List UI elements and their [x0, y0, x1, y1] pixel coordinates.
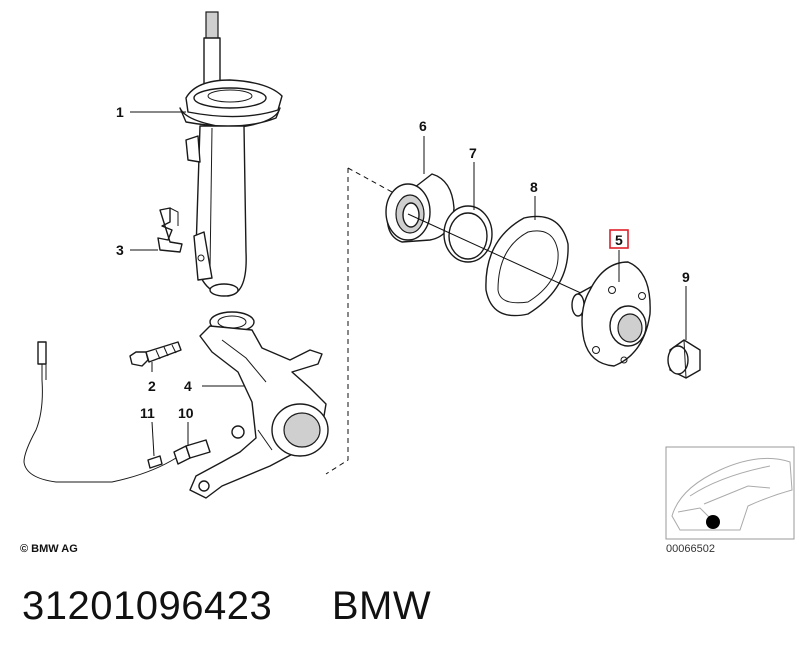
wheel-hub — [571, 261, 651, 367]
callout-7: 7 — [469, 145, 477, 161]
collar-nut — [667, 339, 701, 379]
bolt — [129, 341, 182, 367]
callout-5-highlight — [609, 229, 629, 249]
callout-6: 6 — [419, 118, 427, 134]
callout-8: 8 — [530, 179, 538, 195]
callout-4: 4 — [184, 378, 192, 394]
callout-10: 10 — [178, 405, 194, 421]
shock-strut — [179, 11, 283, 297]
callout-5: 5 — [615, 232, 623, 248]
steering-knuckle — [189, 311, 329, 499]
callout-3: 3 — [116, 242, 124, 258]
callout-2: 2 — [148, 378, 156, 394]
inset-id-label: 00066502 — [666, 543, 715, 555]
location-marker-icon — [706, 515, 720, 529]
abs-sensor-cable — [23, 341, 211, 483]
vehicle-location-inset: 00066502 — [665, 446, 795, 555]
part-number: 31201096423 — [22, 584, 273, 628]
sensor-bracket — [157, 207, 183, 253]
callout-9: 9 — [682, 269, 690, 285]
callout-1: 1 — [116, 104, 124, 120]
dust-shield — [485, 215, 569, 317]
leader-lines — [130, 111, 687, 457]
callouts: 1 3 2 4 11 10 6 7 8 5 9 — [116, 104, 690, 421]
part-number-caption: 31201096423 BMW — [22, 584, 431, 629]
copyright-label: © BMW AG — [20, 543, 78, 555]
assembly-guide — [325, 167, 393, 475]
circlip — [443, 205, 493, 263]
callout-11: 11 — [140, 405, 155, 421]
brand-name: BMW — [331, 584, 432, 628]
